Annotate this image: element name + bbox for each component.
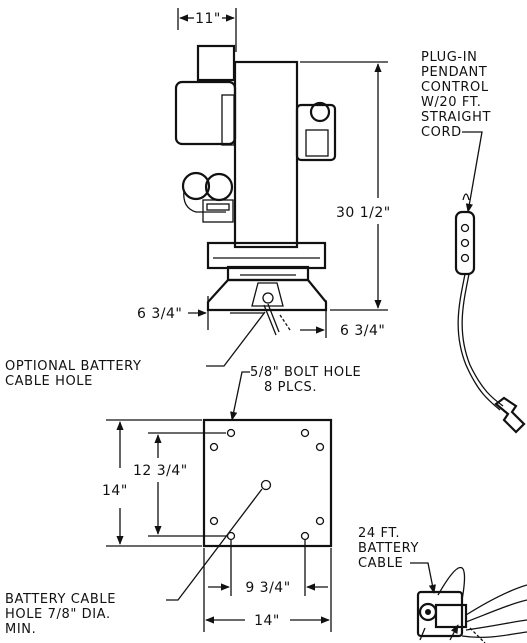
connector-pin [425, 609, 431, 615]
dim-inner-h-label: 9 3/4" [245, 580, 290, 596]
pendant-cord-2 [461, 273, 504, 407]
battery-hole-line1: BATTERY CABLE [5, 592, 116, 607]
dim-inner-horizontal: 9 3/4" [208, 540, 328, 596]
battery-cable-line1: 24 FT. [358, 526, 400, 541]
right-motor-box [305, 129, 329, 157]
left-motor [174, 80, 237, 146]
optional-hole-leader [206, 311, 266, 367]
left-motor-flange [221, 94, 235, 146]
hose [183, 189, 226, 213]
battery-cable-loop [437, 566, 466, 601]
connector-arrow [449, 624, 459, 641]
optional-hole-line1: OPTIONAL BATTERY [5, 359, 141, 374]
top-box [196, 44, 236, 82]
cable-strand-2 [465, 599, 527, 623]
pendant-hook [462, 193, 470, 201]
dim-outer-v-label: 14" [102, 483, 128, 499]
battery-hole-line3: MIN. [5, 622, 36, 637]
bolt-hole-3 [315, 442, 325, 452]
bolt-hole-5 [300, 531, 310, 541]
bolt-hole-8 [209, 442, 219, 452]
battery-cable-leader [410, 562, 436, 594]
main-column [233, 60, 299, 249]
battery-cable-line2: BATTERY [358, 541, 419, 556]
bolt-hole-1 [226, 428, 236, 438]
battery-cable-hole [260, 479, 272, 491]
pendant-line6: CORD [421, 125, 462, 140]
bolt-hole-4 [315, 516, 325, 526]
pendant-leader [462, 131, 483, 213]
pendant-callout: PLUG-IN PENDANT CONTROL W/20 FT. STRAIGH… [421, 50, 491, 213]
right-motor-cap [309, 101, 331, 123]
pendant-control [454, 193, 526, 434]
cable-strand-4 [461, 631, 527, 638]
optional-hole-line2: CABLE HOLE [5, 374, 93, 389]
dim-inner-v-label: 12 3/4" [133, 463, 188, 479]
pendant-plug [494, 396, 526, 434]
valve-block-detail [206, 203, 230, 211]
pendant-line3: CONTROL [421, 80, 489, 95]
dim-height: 30 1/2" [300, 61, 391, 311]
connector-block [416, 590, 464, 638]
dim-outer-h-label: 14" [254, 613, 280, 629]
pendant-line4: W/20 FT. [421, 95, 482, 110]
bolt-hole-7 [209, 516, 219, 526]
bolt-hole-2 [300, 428, 310, 438]
dim-outer-horizontal: 14" [203, 548, 332, 632]
cable-stub [263, 303, 280, 336]
cable-opening [251, 282, 284, 307]
bolt-hole-line1: 5/8" BOLT HOLE [250, 365, 361, 380]
battery-cable-line3: CABLE [358, 556, 403, 571]
pendant-line1: PLUG-IN [421, 50, 477, 65]
dim-inner-vertical: 12 3/4" [133, 432, 226, 537]
pendant-line5: STRAIGHT [421, 110, 491, 125]
dim-30-label: 30 1/2" [336, 205, 391, 221]
battery-hole-leader [166, 488, 263, 601]
dim-top-width: 11" [177, 8, 237, 52]
pendant-body [454, 210, 476, 276]
connector-ring [418, 602, 438, 622]
pendant-button-1 [460, 223, 470, 233]
bolt-hole-line2: 8 PLCS. [264, 380, 317, 395]
battery-cable-callout: 24 FT. BATTERY CABLE [358, 526, 436, 594]
dim-right-overhang-label: 6 3/4" [340, 323, 385, 339]
cable-hole-circle [262, 292, 274, 304]
connector-leg [419, 627, 426, 641]
valve-block [202, 199, 234, 223]
dim-left-overhang-label: 6 3/4" [137, 306, 182, 322]
battery-hole-line2: HOLE 7/8" DIA. [5, 607, 111, 622]
cable-strand-dashed [469, 627, 486, 643]
pendant-cord [457, 273, 501, 411]
battery-hole-callout: BATTERY CABLE HOLE 7/8" DIA. MIN. [5, 488, 263, 637]
pendant-button-3 [460, 253, 470, 263]
dim-11-label: 11" [195, 11, 221, 27]
dim-outer-vertical: 14" [102, 419, 202, 547]
cable-dashed [279, 314, 291, 331]
dim-overhangs: 6 3/4" 6 3/4" [137, 296, 385, 339]
machine-side-view [174, 44, 337, 336]
pendant-button-2 [460, 238, 470, 248]
pendant-line2: PENDANT [421, 65, 487, 80]
valve-1 [181, 171, 211, 201]
optional-hole-callout: OPTIONAL BATTERY CABLE HOLE [5, 311, 266, 389]
cable-strand-1 [465, 584, 527, 616]
battery-cable-assembly [416, 566, 527, 643]
bolt-hole-leader [230, 371, 250, 421]
bolt-hole-callout: 5/8" BOLT HOLE 8 PLCS. [230, 365, 361, 421]
bolt-hole-6 [226, 531, 236, 541]
base-plate-plan [202, 418, 333, 548]
cable-strand-3 [465, 619, 527, 631]
base-plate [202, 418, 333, 548]
